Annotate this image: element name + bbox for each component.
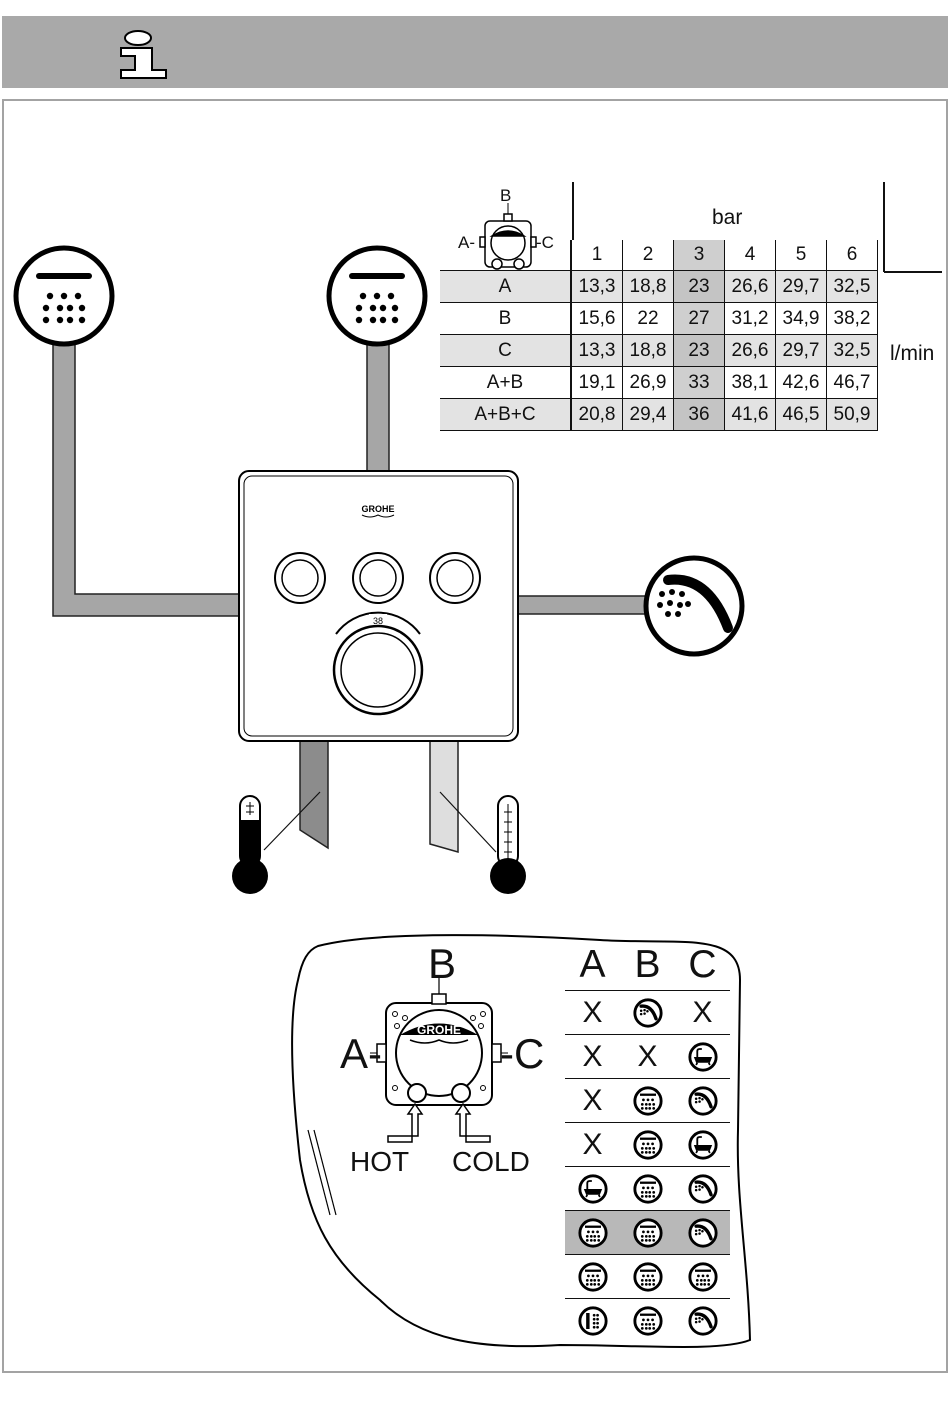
hot-label: HOT	[350, 1146, 409, 1178]
connection-option-row	[565, 1166, 730, 1210]
overhead-shower-icon	[620, 1217, 675, 1249]
overhead-shower-icon	[565, 1217, 620, 1249]
connection-option-row: X	[565, 1078, 730, 1122]
overhead-shower-icon	[620, 1085, 675, 1117]
connection-option-row: X	[565, 1122, 730, 1166]
overhead-shower-icon	[620, 1129, 675, 1161]
connection-option-row	[565, 1254, 730, 1298]
overhead-shower-icon	[620, 1261, 675, 1293]
not-connected-mark: X	[620, 1040, 675, 1074]
connection-label-c: -C	[500, 1030, 544, 1078]
bathtub-icon	[565, 1173, 620, 1205]
not-connected-mark: X	[565, 996, 620, 1030]
overhead-shower-icon	[565, 1261, 620, 1293]
hand-shower-icon	[675, 1173, 730, 1205]
overhead-shower-icon	[620, 1173, 675, 1205]
connection-option-row	[565, 1210, 730, 1254]
not-connected-mark: X	[565, 1040, 620, 1074]
cold-label: COLD	[452, 1146, 530, 1178]
connection-header: A B C	[565, 940, 730, 990]
connection-label-a: A-	[340, 1030, 382, 1078]
column-header: C	[675, 943, 730, 987]
connection-option-row	[565, 1298, 730, 1342]
hand-shower-icon	[675, 1305, 730, 1337]
not-connected-mark: X	[565, 1128, 620, 1162]
column-header: A	[565, 943, 620, 987]
not-connected-mark: X	[675, 996, 730, 1030]
overhead-shower-icon	[620, 1305, 675, 1337]
bathtub-icon	[675, 1041, 730, 1073]
connection-label-b: B	[428, 940, 456, 988]
grohe-logo: GROHE	[417, 1023, 461, 1037]
hand-shower-icon	[620, 997, 675, 1029]
overhead-shower-icon	[675, 1261, 730, 1293]
not-connected-mark: X	[565, 1084, 620, 1118]
bathtub-icon	[675, 1129, 730, 1161]
side-spray-icon	[565, 1305, 620, 1337]
column-header: B	[620, 943, 675, 987]
hand-shower-icon	[675, 1085, 730, 1117]
hand-shower-icon	[675, 1217, 730, 1249]
